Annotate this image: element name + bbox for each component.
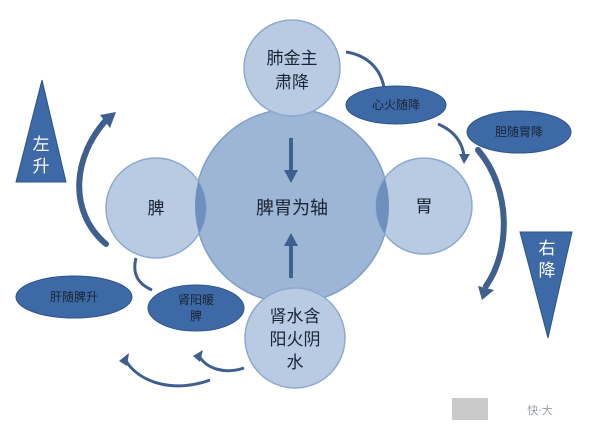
ellipse-xin-huo [345,85,447,125]
curve-top-right-icon [345,50,386,89]
curve-xin-right-head-icon [459,154,470,164]
curve-left-lower-icon [133,257,153,292]
bottom-label-line3: 水 [287,353,304,373]
ellipse-gan [15,275,133,319]
curve-left-up-head-icon [100,112,116,128]
curve-bottom-left-icon [196,353,245,373]
ellipse-shen-yang-label-line2: 脾 [190,308,202,323]
curve-lower-left-head-icon [119,353,129,366]
triangle-right-bottom-char: 降 [539,261,556,281]
curve-bottom-left-head-icon [193,350,203,362]
ellipse-dan-label: 胆随胃降 [495,124,543,139]
top-label-line1: 肺金主 [267,49,318,69]
arrow-down-head-icon [284,170,298,183]
right-label: 胃 [416,197,433,217]
ellipse-dan [466,110,572,154]
curve-lower-left-icon [122,357,211,388]
top-circle [243,19,341,117]
triangle-right-down [519,231,573,339]
curve-right-down-head-icon [478,286,494,300]
triangle-left-up [15,79,67,183]
bottom-label-line2: 阳火阴 [270,330,321,350]
arrow-up-head-icon [284,233,298,246]
watermark-block [452,398,488,420]
left-label: 脾 [148,199,165,219]
bottom-label-line1: 肾水含 [270,307,321,327]
bottom-circle [244,287,346,389]
top-label-line2: 肃降 [275,73,309,93]
triangle-left-bottom-char: 升 [33,157,50,177]
ellipse-gan-label: 肝随脾升 [50,289,98,304]
curve-left-up-icon [76,115,111,247]
curve-right-down-icon [475,147,507,289]
curve-xin-right-icon [437,122,466,157]
ellipse-shen-yang-label-line1: 肾阳暖 [178,293,214,307]
ellipse-xin-huo-label: 心火随降 [372,97,420,112]
watermark-text: 快·大 [527,403,553,417]
triangle-right-top-char: 右 [539,239,556,259]
center-label: 脾胃为轴 [256,198,328,219]
triangle-left-top-char: 左 [33,135,50,155]
ellipse-shen-yang [147,284,245,332]
